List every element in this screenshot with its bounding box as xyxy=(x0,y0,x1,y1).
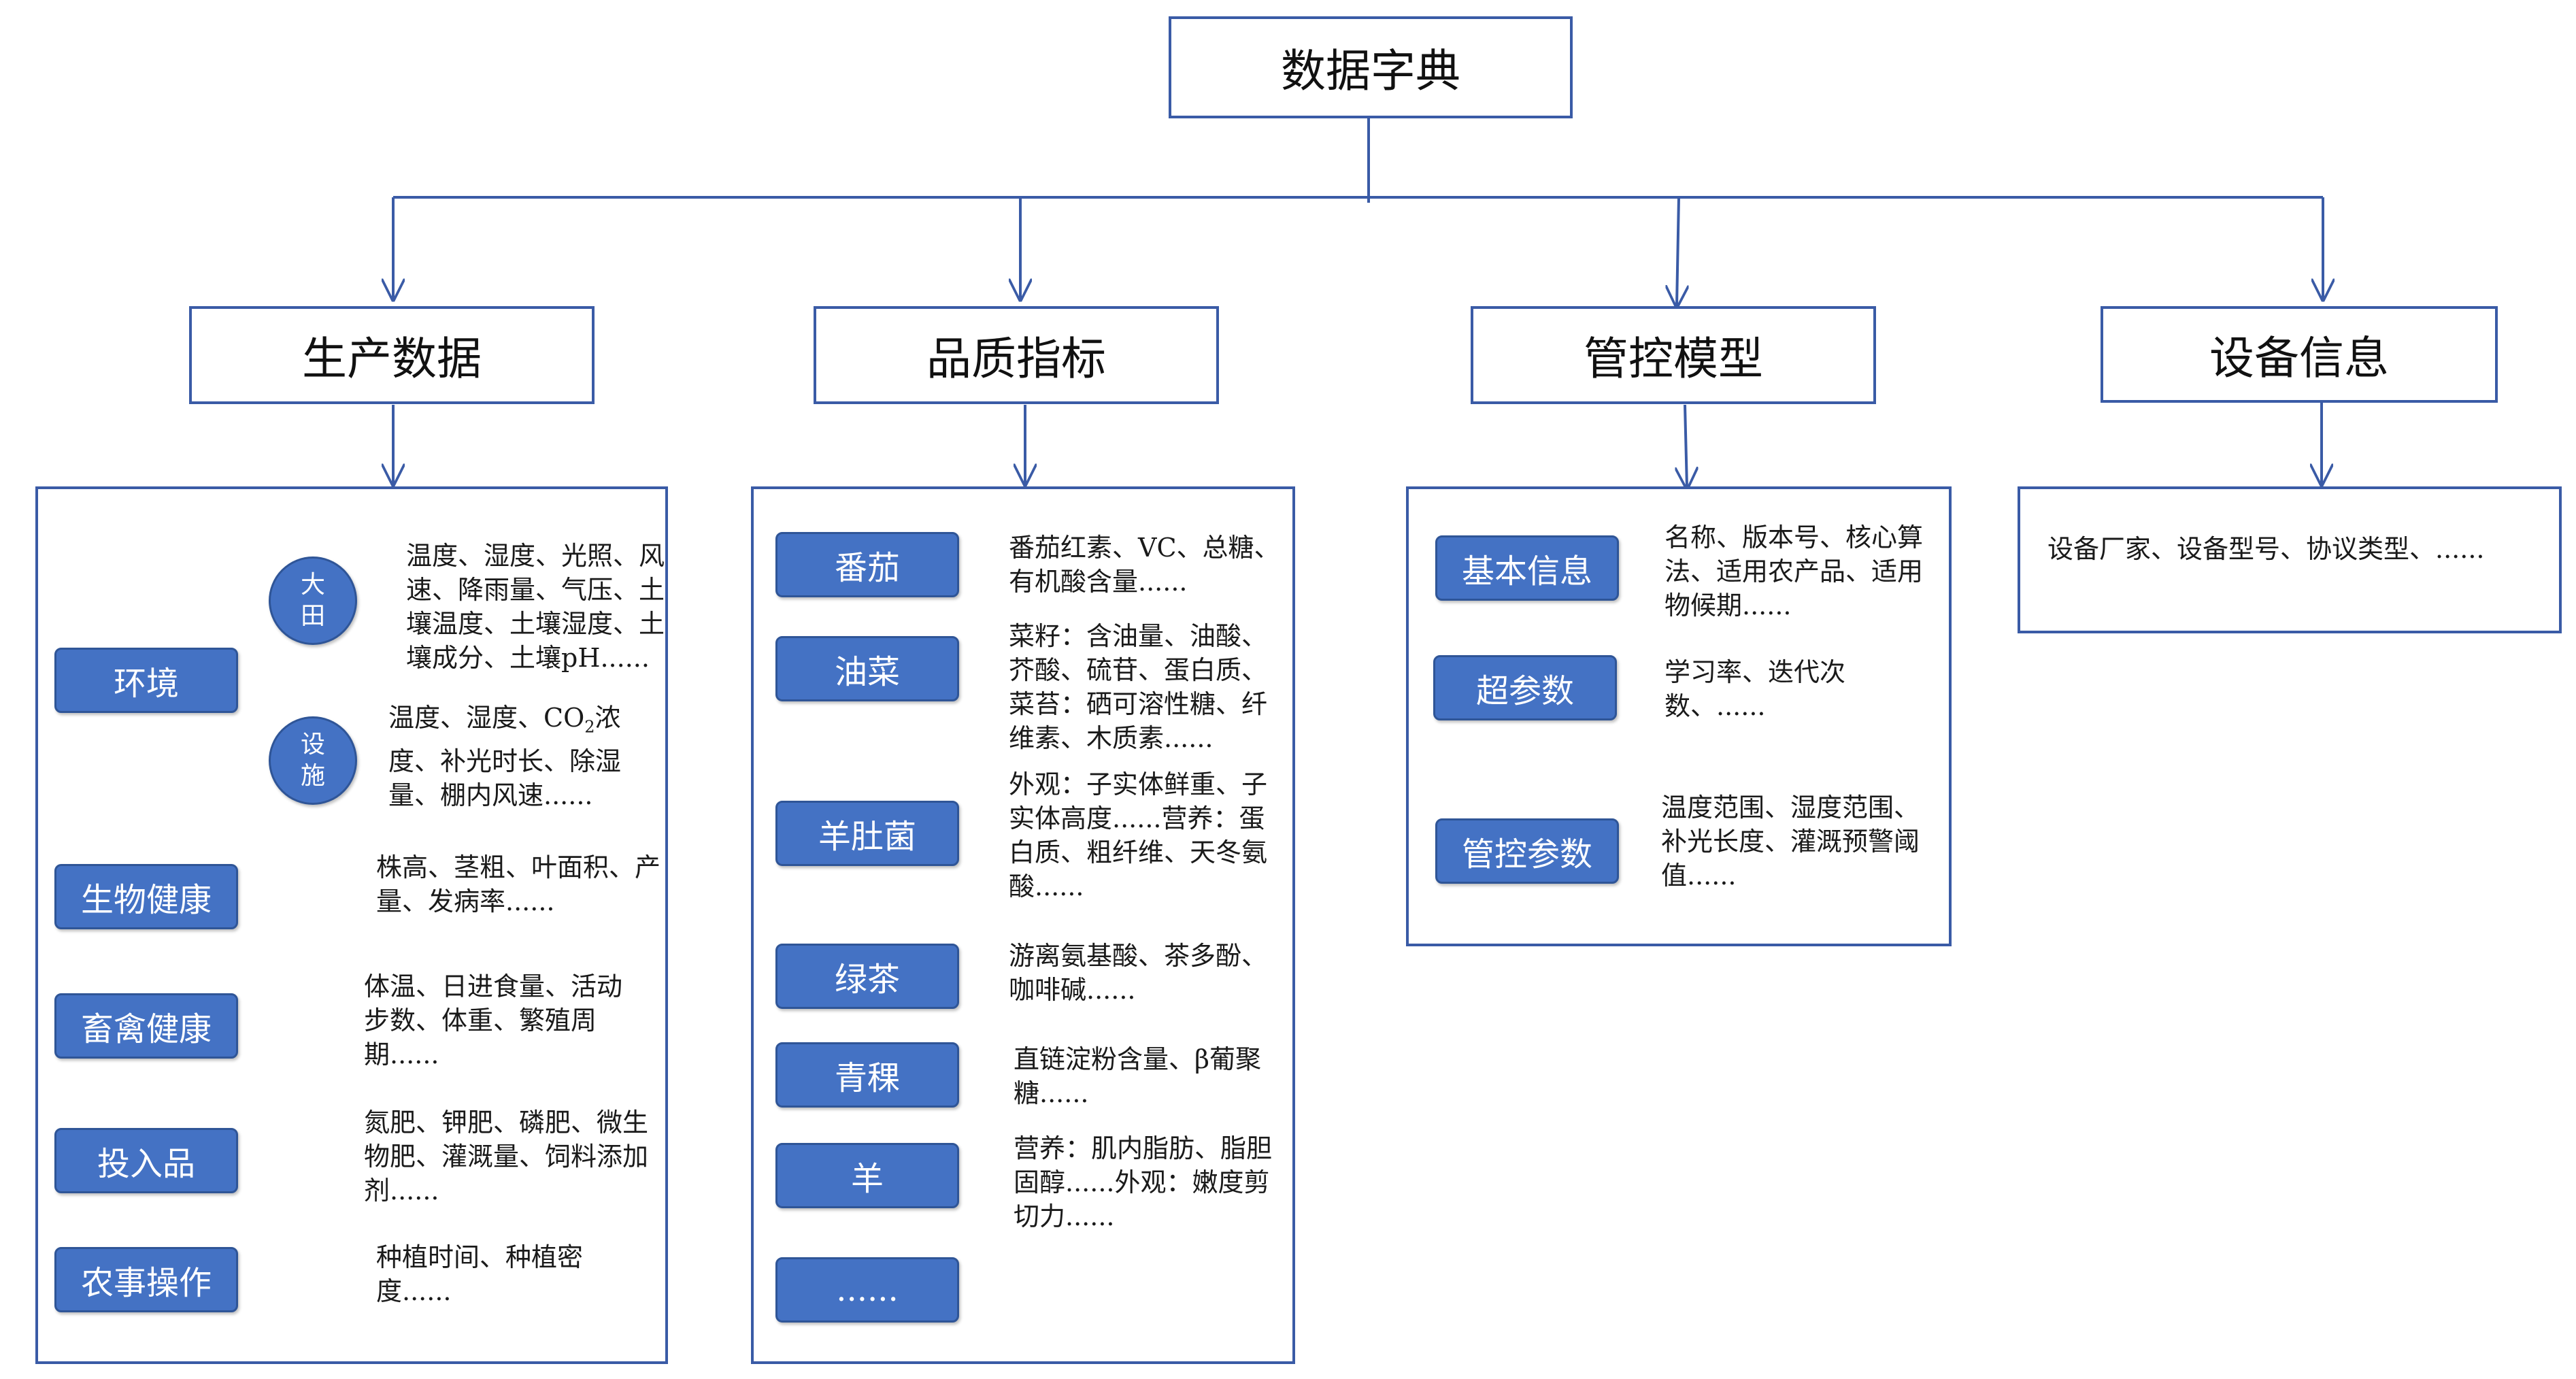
device-desc: 设备厂家、设备型号、协议类型、...... xyxy=(2047,534,2485,564)
facility-desc-post: 浓度、补光时长、除湿量、棚内风速...... xyxy=(388,703,622,810)
control-params-label: 管控参数 xyxy=(1461,835,1592,874)
sheep-node: 羊 xyxy=(775,1143,959,1208)
category-production-title: 生产数据 xyxy=(302,333,482,385)
category-quality-title: 品质指标 xyxy=(926,333,1106,385)
root-title: 数据字典 xyxy=(1281,45,1460,97)
facility-node: 设施 xyxy=(269,716,357,805)
category-quality-box: 品质指标 xyxy=(814,306,1219,404)
sheep-desc: 营养：肌内脂肪、脂胆固醇......外观：嫩度剪切力...... xyxy=(1014,1133,1273,1231)
category-device-box: 设备信息 xyxy=(2101,306,2498,403)
field-desc: 温度、湿度、光照、风速、降雨量、气压、土壤温度、土壤湿度、土壤成分、土壤pH..… xyxy=(406,541,665,673)
farm-ops-label: 农事操作 xyxy=(80,1264,212,1302)
bio-health-desc: 株高、茎粗、叶面积、产量、发病率...... xyxy=(376,852,661,916)
green-tea-node: 绿茶 xyxy=(775,944,959,1009)
farm-ops-node: 农事操作 xyxy=(54,1247,238,1312)
more-quality-label: ...... xyxy=(836,1271,899,1309)
green-tea-desc: 游离氨基酸、茶多酚、咖啡碱...... xyxy=(1009,941,1268,1005)
hyperparams-node: 超参数 xyxy=(1433,655,1617,720)
bio-health-label: 生物健康 xyxy=(80,881,212,919)
basic-info-desc: 名称、版本号、核心算法、适用农产品、适用物候期...... xyxy=(1665,522,1924,620)
env-label: 环境 xyxy=(113,665,179,703)
tomato-desc: 番茄红素、VC、总糖、有机酸含量...... xyxy=(1009,533,1280,597)
rapeseed-node: 油菜 xyxy=(775,636,959,701)
quality-panel xyxy=(751,486,1295,1364)
hyperparams-label: 超参数 xyxy=(1475,672,1574,710)
basic-info-label: 基本信息 xyxy=(1461,552,1592,591)
livestock-health-desc: 体温、日进食量、活动步数、体重、繁殖周期...... xyxy=(364,971,623,1069)
rapeseed-label: 油菜 xyxy=(834,653,900,691)
facility-desc: 温度、湿度、CO2浓度、补光时长、除湿量、棚内风速...... xyxy=(388,701,657,812)
livestock-health-node: 畜禽健康 xyxy=(54,993,238,1059)
rapeseed-desc: 菜籽：含油量、油酸、芥酸、硫苷、蛋白质、菜苔：硒可溶性糖、纤维素、木质素....… xyxy=(1009,621,1268,753)
facility-label: 设施 xyxy=(300,731,325,790)
field-node: 大田 xyxy=(269,556,357,645)
green-tea-label: 绿茶 xyxy=(834,961,900,999)
facility-desc-subscript: 2 xyxy=(584,717,595,737)
morel-node: 羊肚菌 xyxy=(775,801,959,866)
bio-health-node: 生物健康 xyxy=(54,864,238,929)
root-title-box: 数据字典 xyxy=(1169,16,1573,118)
inputs-node: 投入品 xyxy=(54,1128,238,1193)
control-params-desc: 温度范围、湿度范围、补光长度、灌溉预警阈值...... xyxy=(1661,793,1920,891)
category-production-box: 生产数据 xyxy=(189,306,595,404)
category-control-box: 管控模型 xyxy=(1471,306,1876,404)
highland-barley-desc: 直链淀粉含量、β葡聚糖...... xyxy=(1014,1044,1261,1108)
facility-desc-pre: 温度、湿度、CO xyxy=(388,703,585,733)
farm-ops-desc: 种植时间、种植密度...... xyxy=(376,1242,584,1306)
basic-info-node: 基本信息 xyxy=(1435,535,1619,601)
livestock-health-label: 畜禽健康 xyxy=(80,1010,212,1048)
highland-barley-label: 青稞 xyxy=(834,1059,900,1097)
arrow-control-panel xyxy=(1685,404,1687,488)
control-params-node: 管控参数 xyxy=(1435,818,1619,884)
env-node: 环境 xyxy=(54,648,238,713)
inputs-label: 投入品 xyxy=(97,1145,195,1183)
inputs-desc: 氮肥、钾肥、磷肥、微生物肥、灌溉量、饲料添加剂...... xyxy=(364,1108,649,1206)
sheep-label: 羊 xyxy=(850,1160,884,1198)
morel-desc: 外观：子实体鲜重、子实体高度......营养：蛋白质、粗纤维、天冬氨酸.....… xyxy=(1009,769,1268,901)
highland-barley-node: 青稞 xyxy=(775,1042,959,1108)
field-label: 大田 xyxy=(300,571,325,630)
category-control-title: 管控模型 xyxy=(1584,333,1763,385)
category-device-title: 设备信息 xyxy=(2209,332,2389,384)
device-panel xyxy=(2018,486,2562,633)
hyperparams-desc: 学习率、迭代次数、...... xyxy=(1665,657,1846,721)
arrow-to-control xyxy=(1677,197,1679,306)
morel-label: 羊肚菌 xyxy=(818,818,916,856)
tomato-label: 番茄 xyxy=(834,549,900,587)
more-quality-node: ...... xyxy=(775,1257,959,1323)
tomato-node: 番茄 xyxy=(775,532,959,597)
